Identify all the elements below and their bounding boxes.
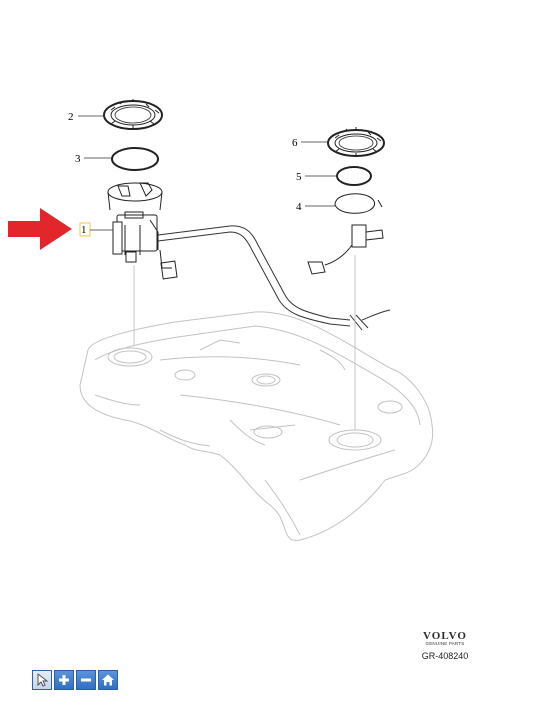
zoom-in-icon	[59, 675, 69, 685]
diagram-reference: GR-408240	[421, 651, 469, 661]
seal-ring-part-3	[111, 147, 159, 171]
zoom-out-button[interactable]	[76, 670, 96, 690]
callout-number-1: 1	[81, 224, 87, 236]
callout-number-5: 5	[296, 171, 302, 183]
brand-block: VOLVO GENUINE PARTS GR-408240	[415, 630, 475, 661]
callout-number-2: 2	[68, 111, 74, 123]
seal-ring-part-5	[336, 166, 372, 186]
home-button[interactable]	[98, 670, 118, 690]
home-icon	[102, 674, 114, 686]
brand-logo: VOLVO	[423, 630, 467, 642]
callout-number-3: 3	[75, 153, 81, 165]
callout-leaders	[78, 115, 337, 231]
brand-tagline: GENUINE PARTS	[425, 641, 465, 646]
zoom-out-icon	[81, 678, 91, 682]
fuel-line	[157, 225, 391, 331]
viewer-toolbar	[32, 670, 118, 690]
lock-ring-part-2	[103, 99, 163, 130]
lock-ring-part-6	[327, 127, 385, 157]
fuel-pump-part-1	[107, 182, 178, 280]
assembly-guide-lines	[133, 255, 356, 430]
callout-number-6: 6	[292, 137, 298, 149]
pointer-arrow-icon	[8, 208, 72, 250]
part-1-highlight	[79, 222, 91, 237]
callout-number-4: 4	[296, 201, 302, 213]
level-sensor-part-4	[307, 193, 384, 275]
zoom-in-button[interactable]	[54, 670, 74, 690]
cursor-icon	[37, 673, 49, 687]
fuel-tank	[79, 311, 434, 541]
cursor-tool-button[interactable]	[32, 670, 52, 690]
